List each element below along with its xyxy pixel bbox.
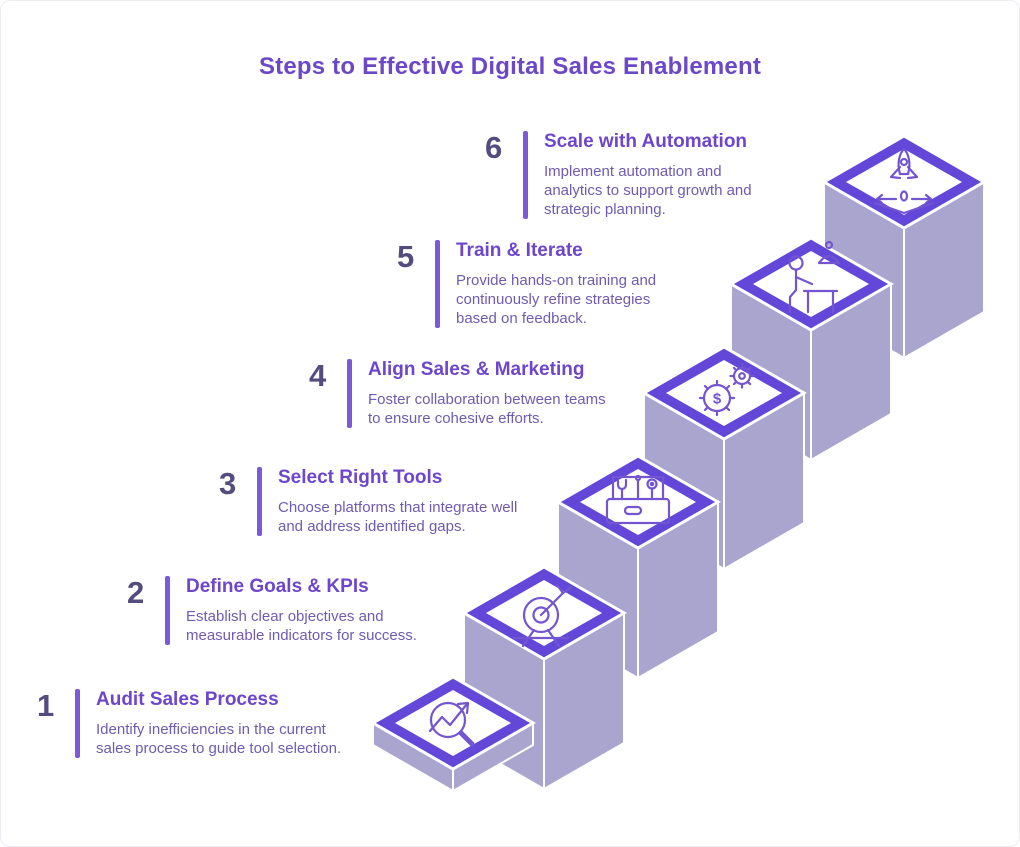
step-description: Foster collaboration between teams to en…	[368, 391, 606, 428]
step-description: Establish clear objectives and measurabl…	[186, 608, 417, 645]
accent-bar	[165, 576, 170, 646]
accent-bar	[435, 240, 440, 329]
step-number: 3	[219, 466, 237, 501]
target-arrow-icon	[512, 583, 573, 648]
trainer-presentation-icon	[788, 240, 841, 314]
step-title: Select Right Tools	[278, 467, 443, 488]
step-number: 6	[485, 130, 503, 165]
step-title: Align Sales & Marketing	[368, 359, 585, 380]
step-block-select-right-tools: 3 Select Right Tools Choose platforms th…	[219, 466, 524, 537]
step-block-define-goals-kpis: 2 Define Goals & KPIs Establish clear ob…	[127, 575, 444, 646]
step-title: Define Goals & KPIs	[186, 576, 369, 597]
step-description: Provide hands-on training and continuous…	[456, 272, 657, 328]
step-block-align-sales-marketing: 4 Align Sales & Marketing Foster collabo…	[309, 358, 612, 429]
step-number: 4	[309, 358, 327, 393]
gears-dollar-icon: $	[698, 363, 755, 417]
step-description: Implement automation and analytics to su…	[544, 163, 752, 219]
accent-bar	[523, 131, 528, 220]
step-title: Train & Iterate	[456, 240, 583, 261]
rocket-launch-icon	[873, 147, 935, 215]
step-description: Identify inefficiencies in the current s…	[96, 721, 342, 758]
step-description: Choose platforms that integrate well and…	[278, 499, 518, 536]
step-number: 1	[37, 688, 55, 723]
step-block-audit-sales-process: 1 Audit Sales Process Identify inefficie…	[37, 688, 344, 759]
step-1-platform	[369, 675, 537, 793]
accent-bar	[75, 689, 80, 759]
step-number: 5	[397, 239, 415, 274]
magnifier-trend-icon	[428, 701, 475, 747]
step-block-train-iterate: 5 Train & Iterate Provide hands-on train…	[397, 239, 688, 329]
accent-bar	[257, 467, 262, 537]
page-title: Steps to Effective Digital Sales Enablem…	[258, 53, 762, 80]
step-title: Scale with Automation	[544, 131, 748, 152]
step-block-scale-with-automation: 6 Scale with Automation Implement automa…	[485, 130, 782, 220]
step-title: Audit Sales Process	[96, 689, 279, 710]
svg-text:$: $	[713, 391, 722, 408]
accent-bar	[347, 359, 352, 429]
toolbox-icon	[605, 474, 671, 525]
step-number: 2	[127, 575, 145, 610]
